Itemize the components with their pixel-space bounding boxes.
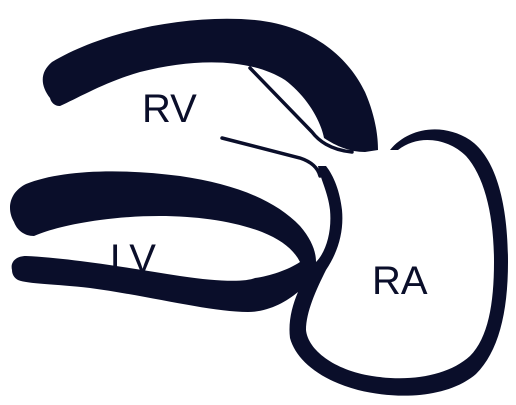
interventricular-septum (10, 171, 316, 262)
lv-posterior-wall-and-ra-wall (12, 129, 508, 395)
rv-label: RV (142, 87, 197, 131)
rv-free-wall (43, 19, 378, 152)
ra-label: RA (372, 259, 428, 303)
lv-label: LV (110, 237, 156, 281)
tricuspid-leaflet-lower (222, 138, 320, 176)
